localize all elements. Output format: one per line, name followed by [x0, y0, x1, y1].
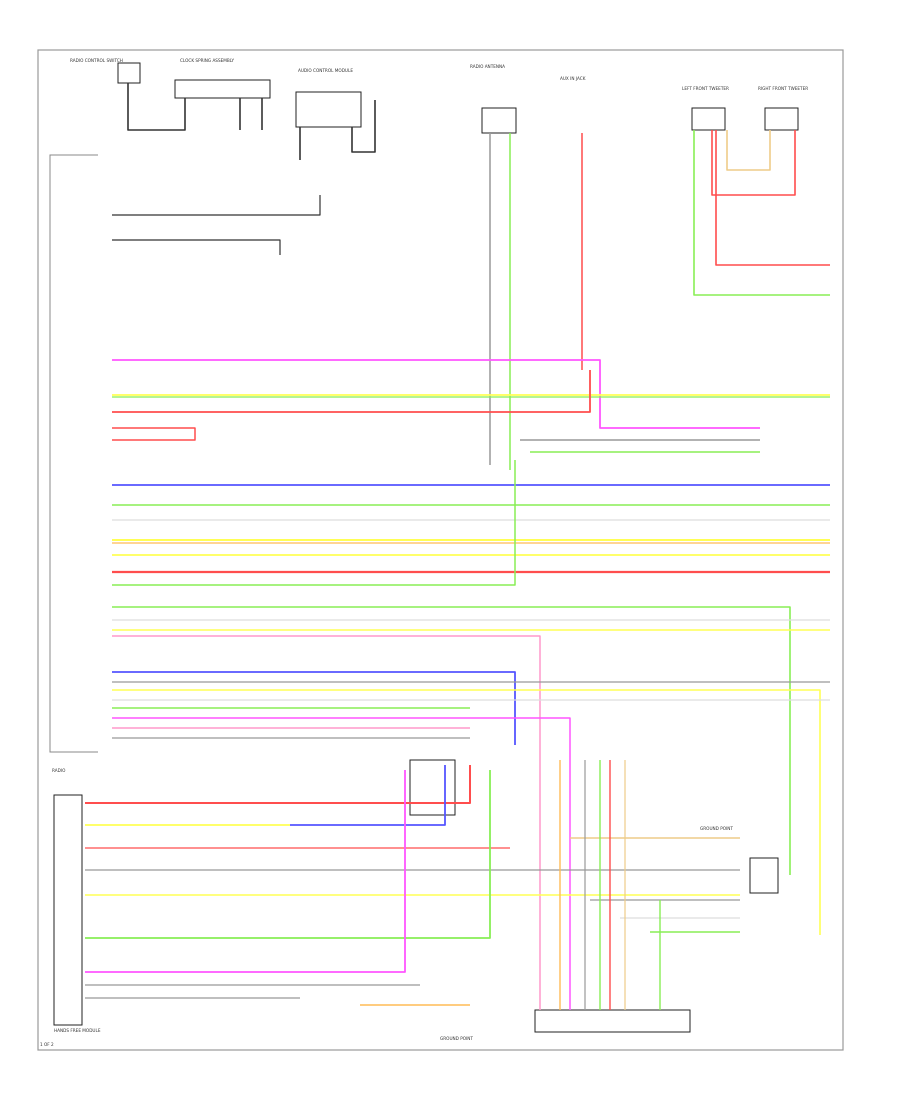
- radio-bracket: [49, 154, 98, 753]
- label-aux-in-jack: AUX IN JACK: [560, 76, 586, 81]
- right-tweeter-box: [764, 107, 799, 131]
- right-connector-box: [749, 857, 779, 894]
- wire-red-loop: [112, 427, 196, 441]
- clock-spring-box: [174, 79, 271, 99]
- wire-yellow-4: [112, 689, 821, 935]
- wire-hf-blue: [290, 765, 446, 826]
- diagram-frame: [37, 49, 844, 1051]
- wire-tweet-2: [715, 130, 830, 266]
- left-tweeter-box: [691, 107, 726, 131]
- hands-free-module-box: [53, 794, 83, 1026]
- label-ground-right: GROUND POINT: [700, 826, 733, 831]
- wire-hf-green: [85, 770, 491, 939]
- label-left-tweeter: LEFT FRONT TWEETER: [682, 86, 729, 91]
- label-hands-free-module: HANDS FREE MODULE: [54, 1028, 101, 1033]
- wire-hf-violet: [85, 770, 406, 973]
- label-clock-spring: CLOCK SPRING ASSEMBLY: [180, 58, 235, 63]
- wire-tweet-4: [711, 130, 796, 196]
- bottom-connector-box: [534, 1009, 691, 1033]
- wire-switch-1: [127, 83, 186, 131]
- label-radio-antenna: RADIO ANTENNA: [470, 64, 505, 69]
- wire-blue-2: [112, 671, 516, 745]
- label-right-tweeter: RIGHT FRONT TWEETER: [758, 86, 808, 91]
- radio-control-switch-box: [117, 62, 141, 84]
- wire-layer: [85, 83, 830, 1010]
- wire-tweet-3: [726, 130, 771, 171]
- wire-acm-2: [351, 100, 376, 153]
- label-audio-control-module: AUDIO CONTROL MODULE: [298, 68, 353, 73]
- junction-block-1: [409, 759, 456, 816]
- wire-green-5: [112, 606, 791, 875]
- audio-control-module-box: [295, 91, 362, 128]
- label-footer: 1 OF 2: [40, 1042, 54, 1047]
- wire-radio-1: [112, 195, 321, 216]
- wire-violet-top: [112, 359, 760, 429]
- wire-radio-2: [112, 239, 281, 255]
- wire-green-4: [112, 460, 516, 586]
- label-radio-control-switch: RADIO CONTROL SWITCH: [70, 58, 123, 63]
- radio-antenna-box: [481, 107, 517, 134]
- label-radio: RADIO: [52, 768, 66, 773]
- wire-hf-red: [85, 765, 471, 804]
- wire-pink-1: [112, 635, 541, 1010]
- wire-red-top: [112, 370, 591, 413]
- wire-violet-2: [112, 717, 571, 1010]
- label-ground-bottom: GROUND POINT: [440, 1036, 473, 1041]
- wire-tweet-1: [693, 130, 830, 296]
